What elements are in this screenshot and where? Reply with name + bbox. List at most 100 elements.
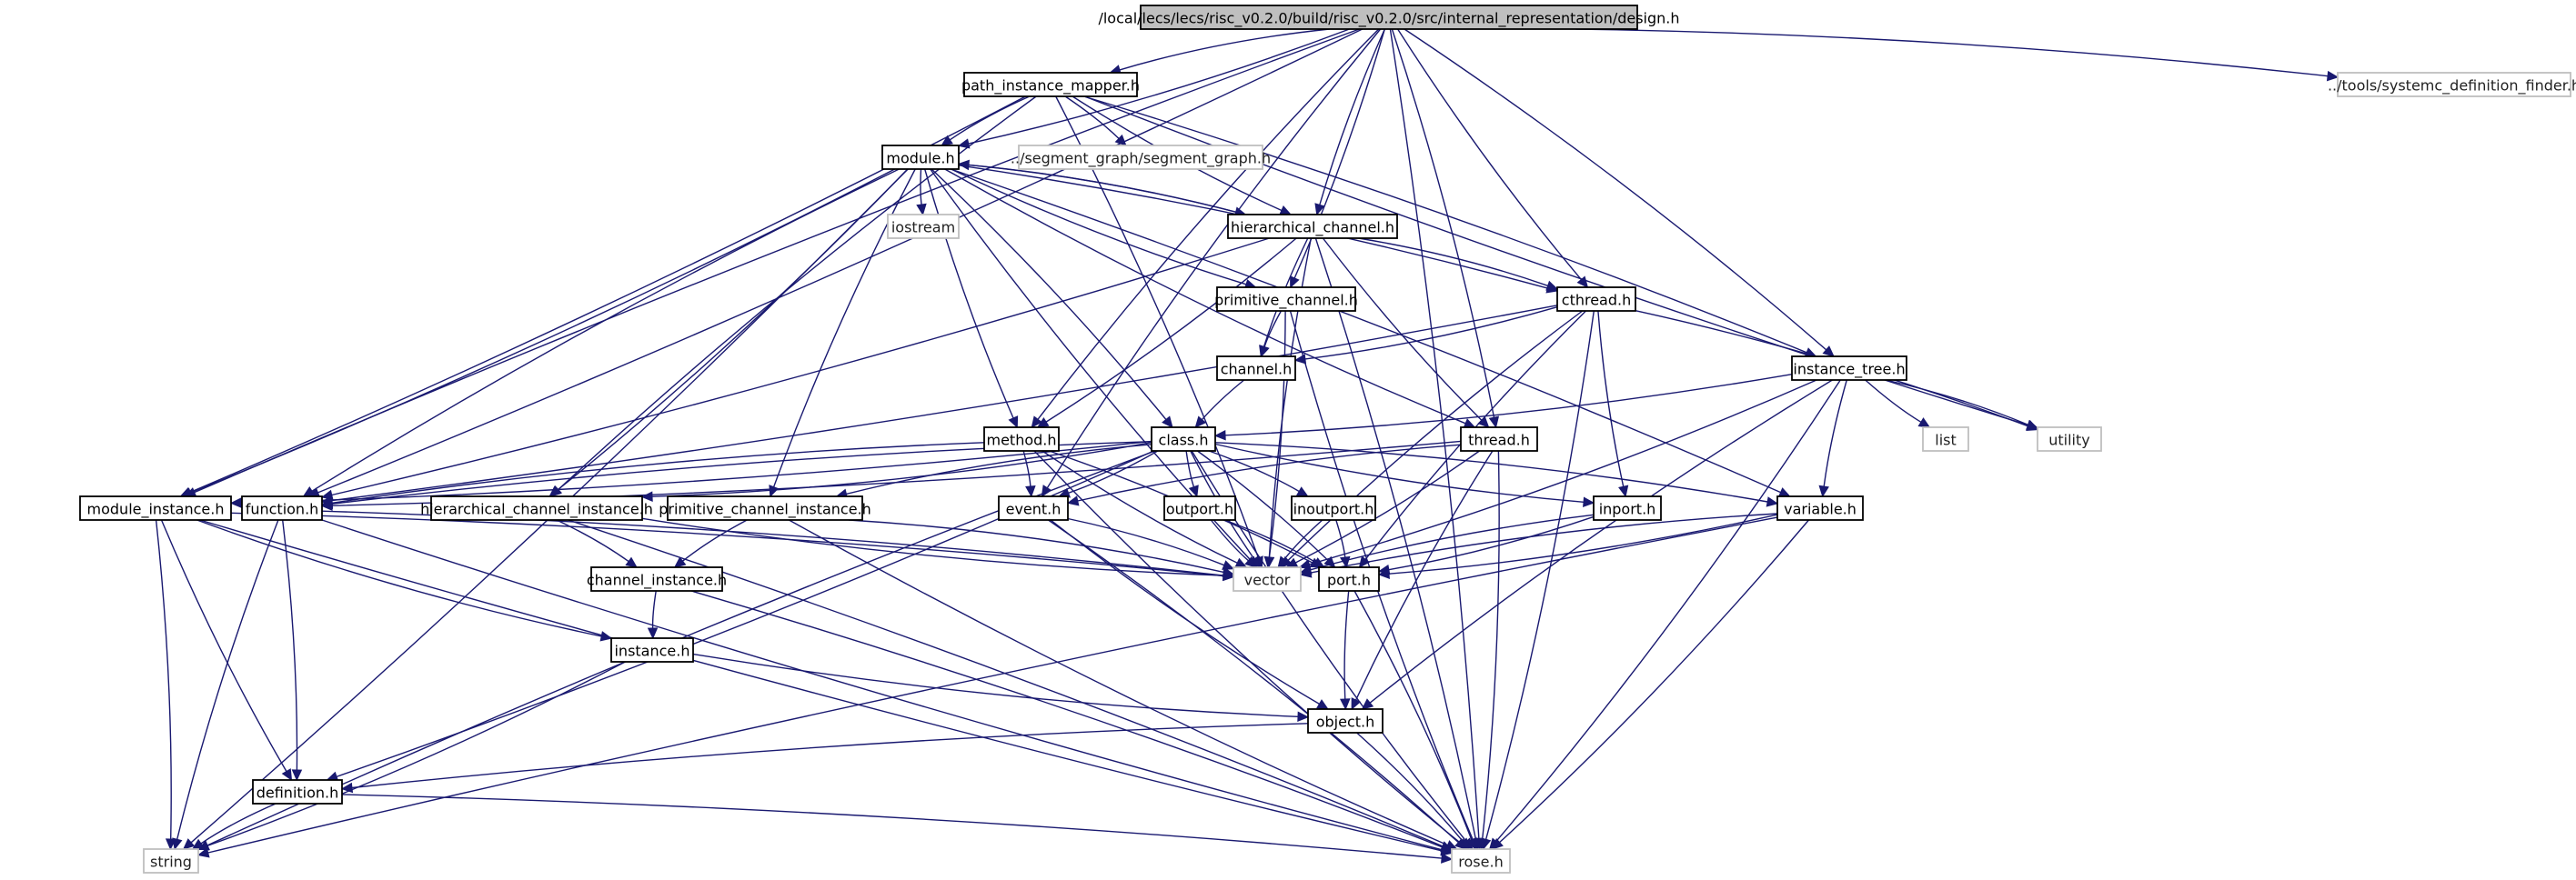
node-port[interactable]: port.h <box>1318 566 1380 592</box>
edge-line <box>1369 379 1833 704</box>
node-box <box>1140 5 1638 30</box>
edge-instance_tree-to-variable <box>1818 379 1847 498</box>
edge-line <box>1268 310 1286 558</box>
arrowhead-icon <box>1259 345 1270 358</box>
node-instance_tree[interactable]: instance_tree.h <box>1791 355 1907 381</box>
node-utility: utility <box>2037 426 2102 452</box>
node-label: utility <box>2048 432 2090 449</box>
edge-line <box>196 519 602 637</box>
node-label: primitive_channel_instance.h <box>659 501 871 519</box>
edge-line <box>1224 374 1793 436</box>
edge-line <box>1310 513 1778 574</box>
edge-class-to-outport <box>1185 450 1199 498</box>
node-string: string <box>143 848 199 874</box>
edge-line <box>968 164 1246 215</box>
edge-line <box>1224 519 1316 564</box>
node-instance[interactable]: instance.h <box>610 637 694 663</box>
node-channel_instance[interactable]: channel_instance.h <box>587 566 727 592</box>
node-function[interactable]: function.h <box>241 495 323 521</box>
node-vector: vector <box>1233 566 1302 592</box>
arrowhead-icon <box>1463 418 1476 428</box>
node-variable[interactable]: variable.h <box>1776 495 1864 521</box>
arrowhead-icon <box>1440 842 1454 853</box>
edge-function-to-string <box>172 519 279 851</box>
node-label: module.h <box>886 150 954 167</box>
node-label: rose.h <box>1458 854 1503 871</box>
edge-line <box>331 305 1558 502</box>
node-hierarchical_channel_instance[interactable]: hierarchical_channel_instance.h <box>420 495 653 521</box>
edge-module-to-variable <box>951 168 1791 497</box>
arrowhead-icon <box>1025 485 1036 498</box>
node-box <box>252 779 343 805</box>
edge-hierarchical_channel-to-cthread <box>1358 237 1559 291</box>
node-label: channel_instance.h <box>587 572 727 590</box>
edge-thread-to-rose <box>1477 450 1500 851</box>
node-thread[interactable]: thread.h <box>1460 426 1538 452</box>
edge-line <box>160 519 287 772</box>
node-design[interactable]: /local/lecs/lecs/risc_v0.2.0/build/risc_… <box>1098 5 1680 30</box>
node-box <box>1018 145 1263 170</box>
node-label: port.h <box>1327 572 1371 589</box>
node-cthread[interactable]: cthread.h <box>1556 286 1636 312</box>
edge-variable-to-rose <box>1491 519 1810 850</box>
node-box <box>1593 495 1662 521</box>
edge-line <box>1343 590 1350 700</box>
edge-primitive_channel-to-vector <box>1263 310 1286 569</box>
edge-module_instance-to-string <box>155 519 176 851</box>
edge-instance_tree-to-object <box>1361 379 1833 710</box>
node-primitive_channel[interactable]: primitive_channel.h <box>1214 286 1358 312</box>
edge-line <box>331 237 1270 496</box>
node-layer: /local/lecs/lecs/risc_v0.2.0/build/risc_… <box>79 5 2576 874</box>
edge-line <box>317 28 1363 494</box>
node-list: list <box>1922 426 1969 452</box>
node-event[interactable]: event.h <box>998 495 1069 521</box>
edge-line <box>924 168 1014 419</box>
node-class[interactable]: class.h <box>1151 426 1216 452</box>
node-method[interactable]: method.h <box>983 426 1060 452</box>
edge-line <box>1391 28 1495 418</box>
edge-line <box>848 519 1224 574</box>
node-box <box>2037 426 2102 452</box>
node-module_instance[interactable]: module_instance.h <box>79 495 232 521</box>
arrowhead-icon <box>1466 837 1477 851</box>
node-path_instance_mapper[interactable]: path_instance_mapper.h <box>961 72 1140 97</box>
edge-line <box>1294 450 1480 564</box>
node-module[interactable]: module.h <box>881 145 960 170</box>
edge-line <box>1083 95 1807 354</box>
node-box <box>241 495 323 521</box>
edge-line <box>1045 237 1297 423</box>
edge-design-to-method <box>1031 28 1380 428</box>
edge-line <box>1041 450 1238 564</box>
edge-line <box>1210 519 1249 562</box>
node-label: object.h <box>1316 714 1375 731</box>
node-label: channel.h <box>1221 361 1293 378</box>
node-channel[interactable]: channel.h <box>1216 355 1296 381</box>
edge-line <box>1335 519 1346 558</box>
edge-path_instance_mapper-to-segment_graph <box>1064 95 1127 146</box>
node-definition[interactable]: definition.h <box>252 779 343 805</box>
node-object[interactable]: object.h <box>1307 708 1384 734</box>
arrowhead-icon <box>1491 837 1504 850</box>
arrowhead-icon <box>1822 345 1835 357</box>
edge-line <box>789 519 1448 846</box>
arrowhead-icon <box>172 837 183 851</box>
edge-line <box>690 590 1444 848</box>
edge-line <box>1196 450 1329 561</box>
edge-line <box>951 168 1781 494</box>
node-inoutport[interactable]: inoutport.h <box>1291 495 1376 521</box>
node-inport[interactable]: inport.h <box>1593 495 1662 521</box>
node-primitive_channel_instance[interactable]: primitive_channel_instance.h <box>659 495 871 521</box>
arrowhead-icon <box>182 838 196 850</box>
edge-cthread-to-inport <box>1597 310 1629 498</box>
arrowhead-icon <box>1316 699 1329 710</box>
edge-line <box>1823 379 1847 487</box>
node-box <box>1151 426 1216 452</box>
edge-module-to-class <box>931 168 1173 428</box>
node-outport[interactable]: outport.h <box>1163 495 1236 521</box>
edge-path_instance_mapper-to-module <box>941 95 1031 146</box>
edge-line <box>1033 450 1461 844</box>
edge-class-to-event <box>1058 450 1159 498</box>
edge-line <box>1886 379 2029 426</box>
node-hierarchical_channel[interactable]: hierarchical_channel.h <box>1227 214 1398 239</box>
node-label: string <box>150 854 192 871</box>
